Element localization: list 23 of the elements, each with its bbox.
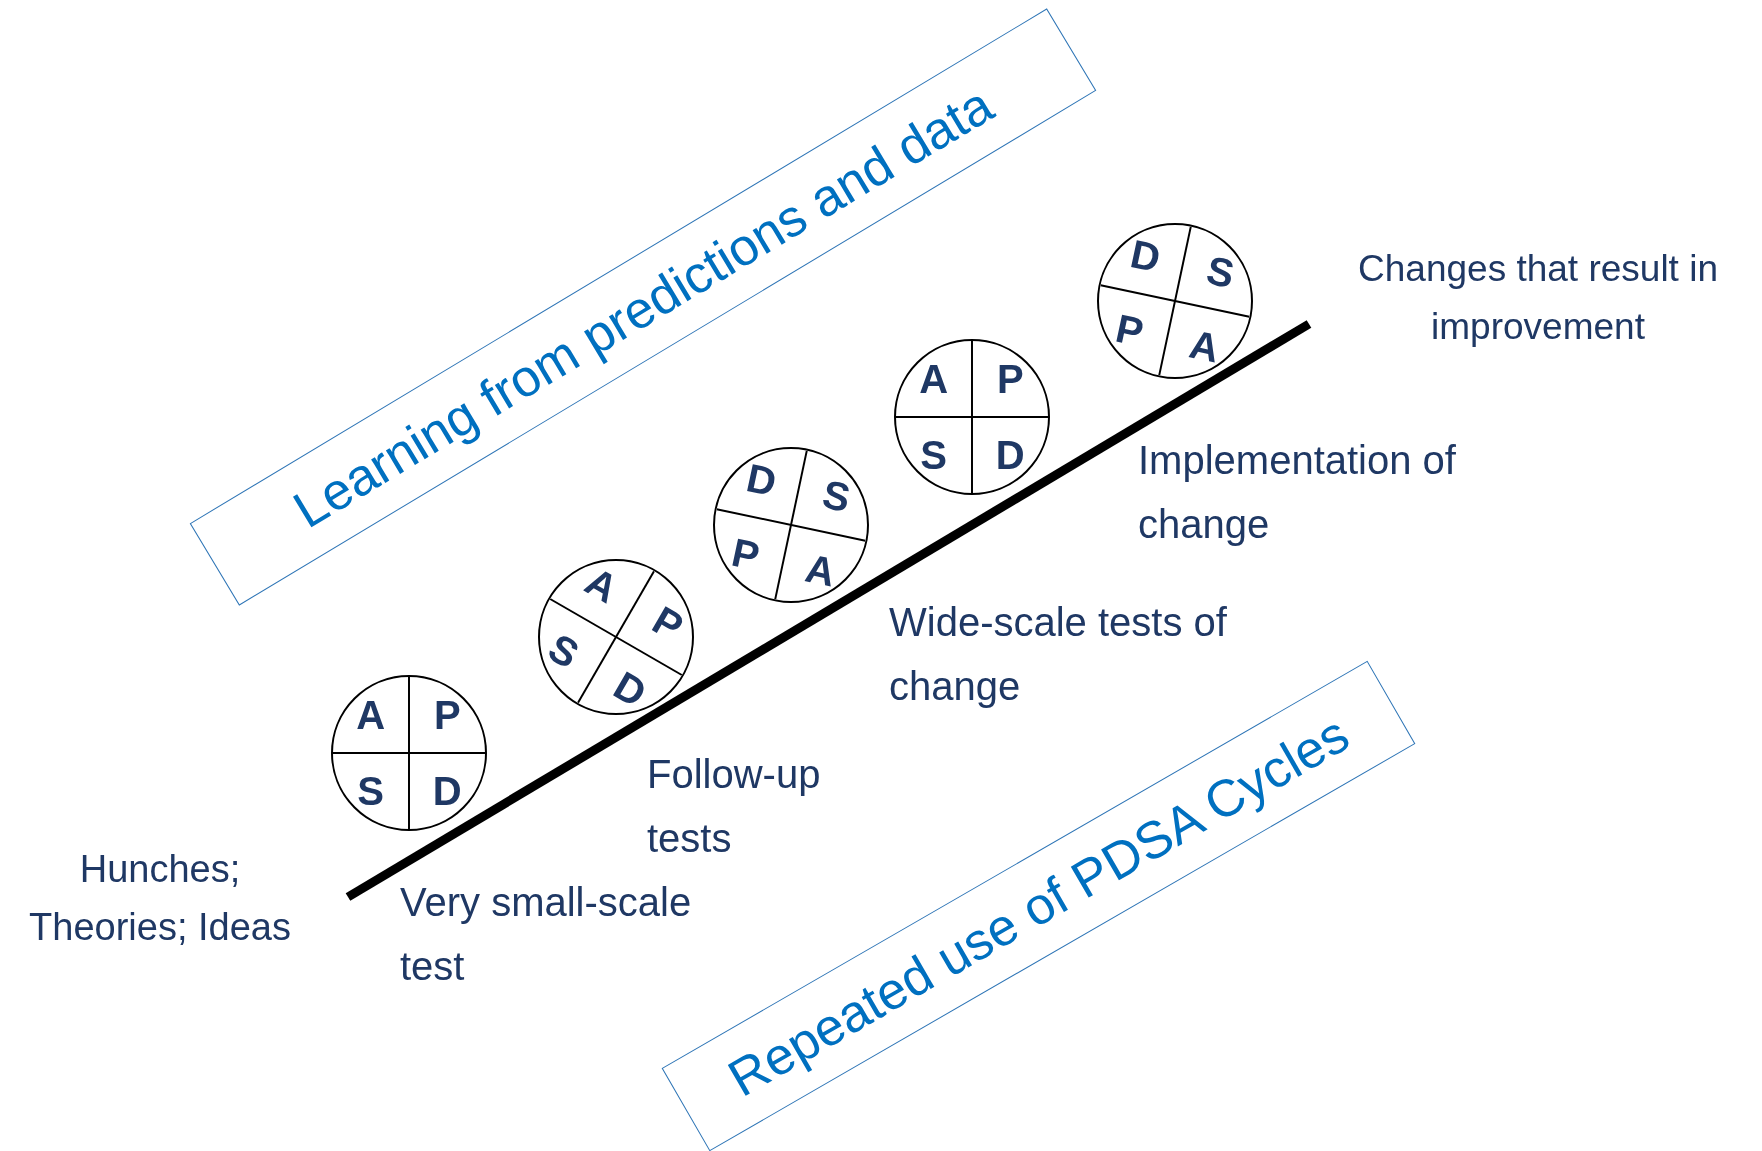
cycle-letter: S [920, 435, 948, 476]
cycle-letter: D [1127, 233, 1164, 279]
cycle-letter: S [357, 771, 385, 812]
cycle-letter: S [542, 627, 586, 675]
cycle-letter: A [802, 547, 839, 593]
cycle-letter: P [1112, 308, 1147, 353]
cycle-letter: D [995, 435, 1025, 476]
cycle-letter: A [356, 694, 386, 735]
pdsa-cycle-circle [538, 559, 694, 715]
stage-label: Changes that result in improvement [1357, 247, 1719, 349]
cycle-letter: S [1203, 249, 1238, 294]
stage-label: Hunches; Theories; Ideas [28, 847, 292, 950]
cycle-letter: P [996, 358, 1024, 399]
cycle-letter: P [728, 532, 763, 577]
cycle-letter: A [1186, 323, 1223, 369]
cycle-letter: P [433, 694, 461, 735]
stage-label: Implementation of change [1138, 437, 1457, 548]
cycle-letter: A [919, 358, 949, 399]
cycle-letter: S [819, 473, 854, 518]
cycle-letter: D [743, 457, 780, 503]
cycle-letter: D [607, 664, 653, 714]
pdsa-cycle-circle [1097, 223, 1253, 379]
cycle-letter: D [432, 771, 462, 812]
